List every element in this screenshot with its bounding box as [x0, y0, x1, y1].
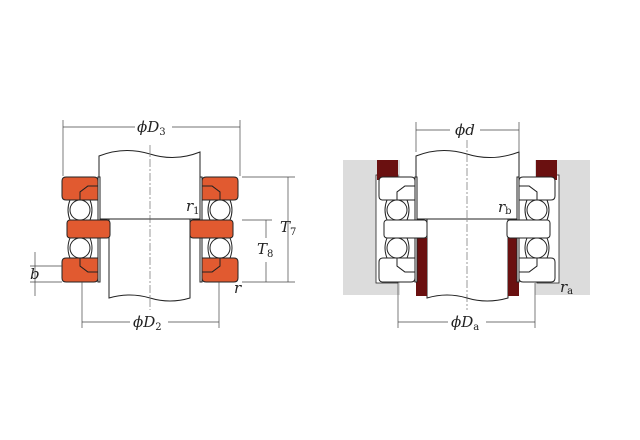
label-Da: ϕDa [451, 313, 479, 333]
upper-shaft [98, 150, 201, 220]
label-D3: ϕD3 [137, 118, 166, 138]
label-b: b [30, 265, 40, 283]
label-D2: ϕD2 [133, 313, 162, 333]
right-mounting-drawing: ϕd ϕDa rb ra [343, 121, 590, 333]
left-bearing-drawing: ϕD3 ϕD2 T7 T8 r1 r b [30, 118, 296, 333]
label-r: r [234, 279, 242, 297]
label-T8: T8 [257, 240, 273, 260]
lower-shaft [426, 218, 509, 302]
housing-spacer-left [377, 160, 398, 180]
shaft-sleeve-right [508, 238, 519, 296]
lower-shaft [108, 218, 191, 302]
shaft-sleeve-left [416, 238, 427, 296]
label-d: ϕd [455, 121, 475, 139]
label-rb: rb [498, 198, 512, 217]
label-ra: ra [560, 278, 573, 297]
label-r1: r1 [186, 197, 200, 217]
housing-spacer-right [536, 160, 557, 180]
label-T7: T7 [280, 218, 296, 238]
